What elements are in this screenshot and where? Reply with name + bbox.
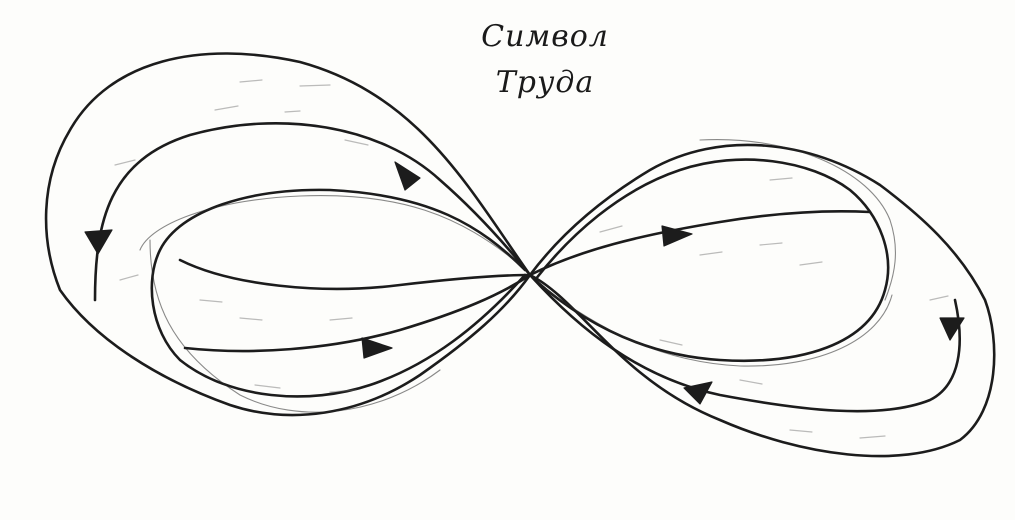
arrow-head-right-down [939, 317, 965, 341]
hatch [859, 435, 886, 439]
sketch-stroke-1 [139, 195, 521, 266]
caption-line-1: Символ [481, 19, 609, 54]
hatch [344, 139, 369, 146]
hatch [254, 384, 281, 389]
arrow-head-upper-right [661, 225, 693, 247]
shading-hatches [114, 79, 949, 439]
band-inner-edge-left [150, 188, 527, 398]
band-outer-edge-left [44, 52, 532, 417]
hatch [659, 339, 683, 346]
flow-line-lower-left [183, 273, 532, 353]
flow-line-upper-left [93, 122, 532, 302]
hatch [329, 317, 353, 321]
arrow-head-lower-right [683, 381, 713, 405]
hatch [284, 110, 301, 113]
hatch [769, 177, 793, 181]
arrow-head-upper-middle [394, 161, 421, 191]
sketch-stroke-4 [699, 138, 896, 301]
hatch [759, 242, 783, 246]
hatch [599, 225, 623, 233]
hatch [789, 429, 813, 433]
hatch [799, 261, 823, 266]
hatch [239, 79, 263, 83]
arrow-head-left-down [84, 229, 113, 255]
hatch [214, 105, 239, 111]
sketch-stroke-2 [539, 284, 893, 367]
hatch [929, 295, 949, 301]
band-inner-edge-right [533, 158, 890, 362]
hatch [299, 84, 331, 87]
hatch [199, 299, 223, 303]
band-outer-edge-right [528, 143, 996, 458]
hatch [699, 251, 723, 256]
hatch [239, 317, 263, 321]
caption-line-2: Труда [495, 65, 595, 100]
hatch [119, 274, 139, 281]
hatch [739, 379, 763, 385]
sketch-stroke-3 [149, 239, 441, 413]
flow-line-lower-right [528, 273, 961, 413]
caption: Символ Труда [440, 14, 650, 106]
hatch [114, 159, 136, 166]
flow-line-inner-left [178, 258, 532, 291]
flow-line-upper-right [528, 210, 872, 277]
hatch [329, 389, 357, 393]
arrow-head-lower-left [361, 337, 393, 359]
